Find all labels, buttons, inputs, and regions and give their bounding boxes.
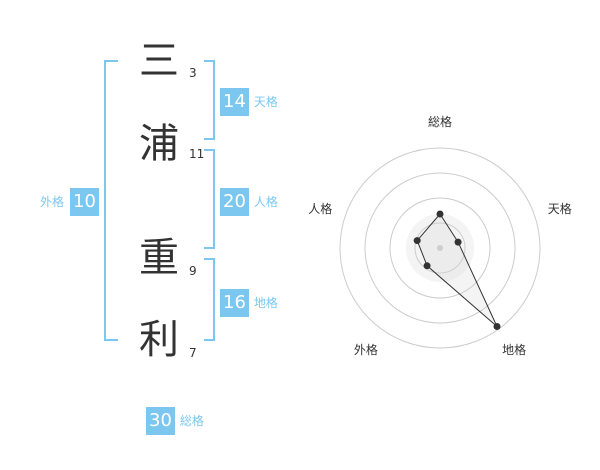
gaikaku-label: 外格 [40, 195, 65, 209]
gaikaku-value: 10 [70, 188, 99, 216]
stroke-count-3: 9 [189, 264, 197, 278]
tenkaku-bracket [204, 60, 215, 140]
tenkaku-value: 14 [220, 88, 249, 116]
stroke-count-1: 3 [189, 66, 197, 80]
tenkaku-score: 14 天格 [220, 88, 278, 116]
gaikaku-bracket [104, 60, 118, 341]
radar-ring-1 [414, 222, 466, 274]
stroke-count-4: 7 [189, 346, 197, 360]
chikaku-score: 16 地格 [220, 289, 278, 317]
radar-axis-label-4: 外格 [354, 342, 378, 357]
radar-point-4 [423, 262, 431, 270]
jinkaku-label: 人格 [253, 195, 278, 209]
gaikaku-score: 外格 10 [40, 188, 99, 216]
name-char-2: 浦 [139, 121, 179, 167]
jinkaku-bracket [204, 149, 215, 249]
jinkaku-score: 20 人格 [220, 188, 278, 216]
radar-point-3 [493, 322, 501, 330]
radar-ring-3 [364, 172, 516, 324]
radar-point-2 [454, 238, 462, 246]
chikaku-label: 地格 [253, 296, 278, 310]
chikaku-bracket [204, 258, 215, 341]
chikaku-value: 16 [220, 289, 249, 317]
soukaku-score: 30 総格 [146, 407, 204, 435]
radar-axis-label-5: 人格 [308, 201, 332, 216]
radar-ring-2 [389, 197, 491, 299]
radar-point-5 [413, 237, 421, 245]
radar-series-polygon [416, 213, 498, 327]
name-char-1: 三 [139, 38, 179, 84]
soukaku-value: 30 [146, 407, 175, 435]
radar-point-1 [436, 210, 444, 218]
jinkaku-value: 20 [220, 188, 249, 216]
name-char-3: 重 [139, 235, 179, 281]
stroke-count-2: 11 [189, 147, 205, 161]
tenkaku-label: 天格 [253, 95, 278, 109]
radar-axis-label-1: 総格 [428, 114, 452, 129]
radar-center-dot [437, 245, 443, 251]
radar-ring-4 [339, 147, 541, 349]
soukaku-label: 総格 [179, 414, 204, 428]
radar-axis-label-3: 地格 [502, 342, 526, 357]
name-char-4: 利 [139, 317, 179, 363]
radar-axis-label-2: 天格 [548, 201, 572, 216]
